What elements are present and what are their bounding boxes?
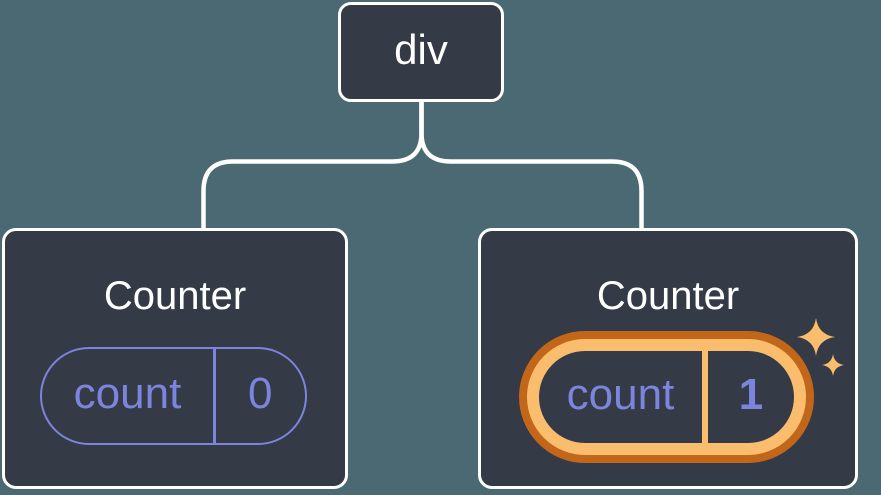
state-key-cell: count — [539, 351, 702, 443]
state-key-label: count — [566, 369, 675, 419]
counter-card-left: Counter count 0 — [2, 228, 348, 489]
counter-title: Counter — [596, 274, 740, 318]
counter-title: Counter — [103, 274, 247, 318]
counter-card-right: Counter count 1 — [478, 228, 858, 489]
state-pill-inner: count 1 — [539, 351, 794, 443]
state-key-label: count — [73, 368, 182, 418]
sparkle-icon — [797, 318, 835, 356]
state-value-label: 1 — [738, 369, 764, 419]
state-key-cell: count — [42, 349, 213, 443]
root-node-label: div — [394, 26, 448, 73]
state-pill: count 0 — [40, 347, 307, 445]
state-pill-divider — [702, 351, 708, 443]
state-pill-highlighted: count 1 — [519, 331, 814, 463]
state-value-cell: 0 — [216, 349, 306, 443]
state-pill-divider — [213, 349, 216, 443]
root-node-div: div — [338, 2, 504, 102]
connector-branch-right — [419, 100, 644, 229]
connector-branch-left — [201, 100, 424, 229]
state-value-cell: 1 — [708, 351, 794, 443]
sparkle-icon — [822, 354, 844, 376]
state-value-label: 0 — [248, 368, 273, 418]
